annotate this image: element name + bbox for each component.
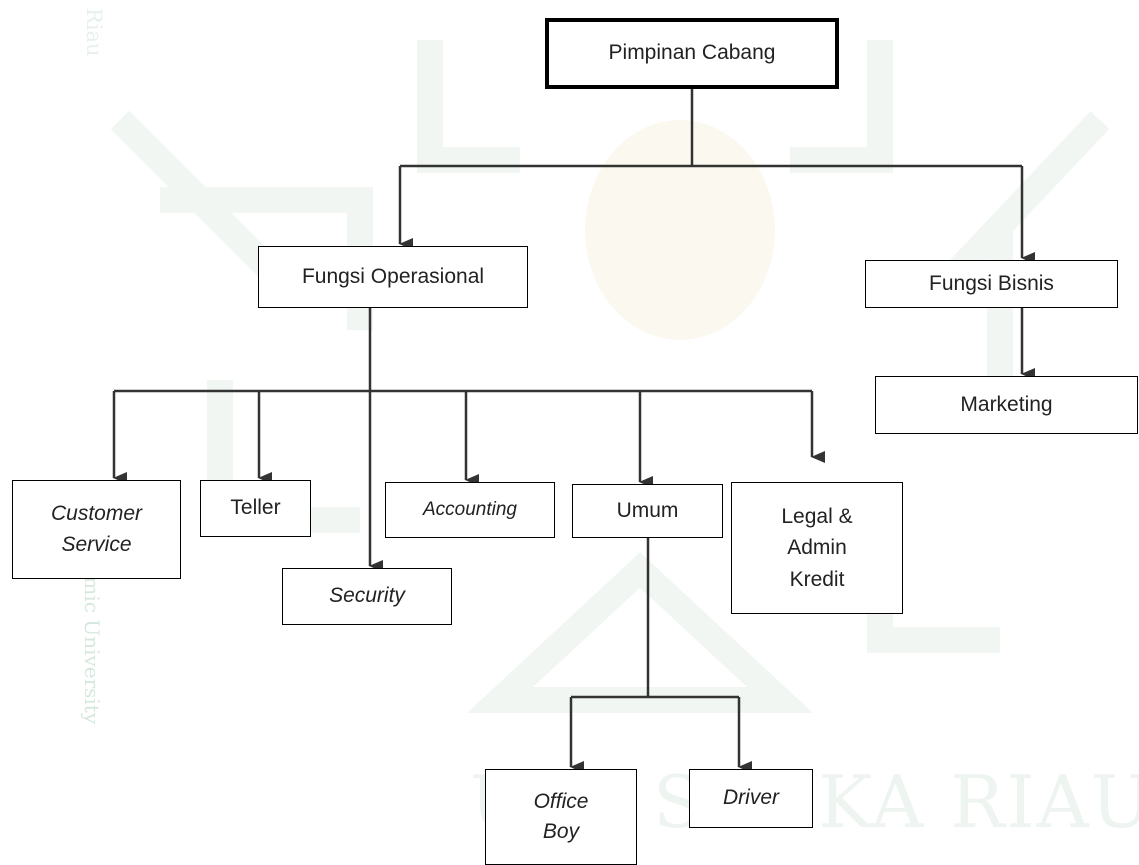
node-label: Pimpinan Cabang [608, 41, 776, 65]
node-legal-admin-kredit: Legal & Admin Kredit [731, 482, 903, 614]
node-label: Legal & Admin Kredit [781, 504, 853, 591]
node-label: Security [329, 584, 405, 608]
node-pimpinan-cabang: Pimpinan Cabang [545, 18, 839, 89]
node-marketing: Marketing [875, 376, 1138, 434]
node-security: Security [282, 568, 452, 625]
node-office-boy: Office Boy [485, 769, 637, 865]
node-customer-service: Customer Service [12, 480, 181, 579]
node-fungsi-bisnis: Fungsi Bisnis [865, 260, 1118, 308]
node-teller: Teller [200, 480, 311, 537]
node-label: Accounting [422, 499, 517, 521]
node-label: Driver [723, 786, 779, 810]
node-label: Office Boy [533, 789, 589, 843]
node-fungsi-operasional: Fungsi Operasional [258, 246, 528, 308]
node-label: Fungsi Operasional [301, 264, 485, 288]
node-driver: Driver [689, 769, 813, 828]
node-label: Teller [230, 496, 281, 520]
node-label: Marketing [960, 392, 1053, 416]
node-accounting: Accounting [385, 482, 555, 538]
node-label: Fungsi Bisnis [929, 271, 1054, 295]
node-label: Umum [616, 498, 679, 522]
node-umum: Umum [572, 484, 723, 538]
node-label: Customer Service [50, 502, 143, 556]
watermark-riau: Riau [82, 8, 106, 57]
